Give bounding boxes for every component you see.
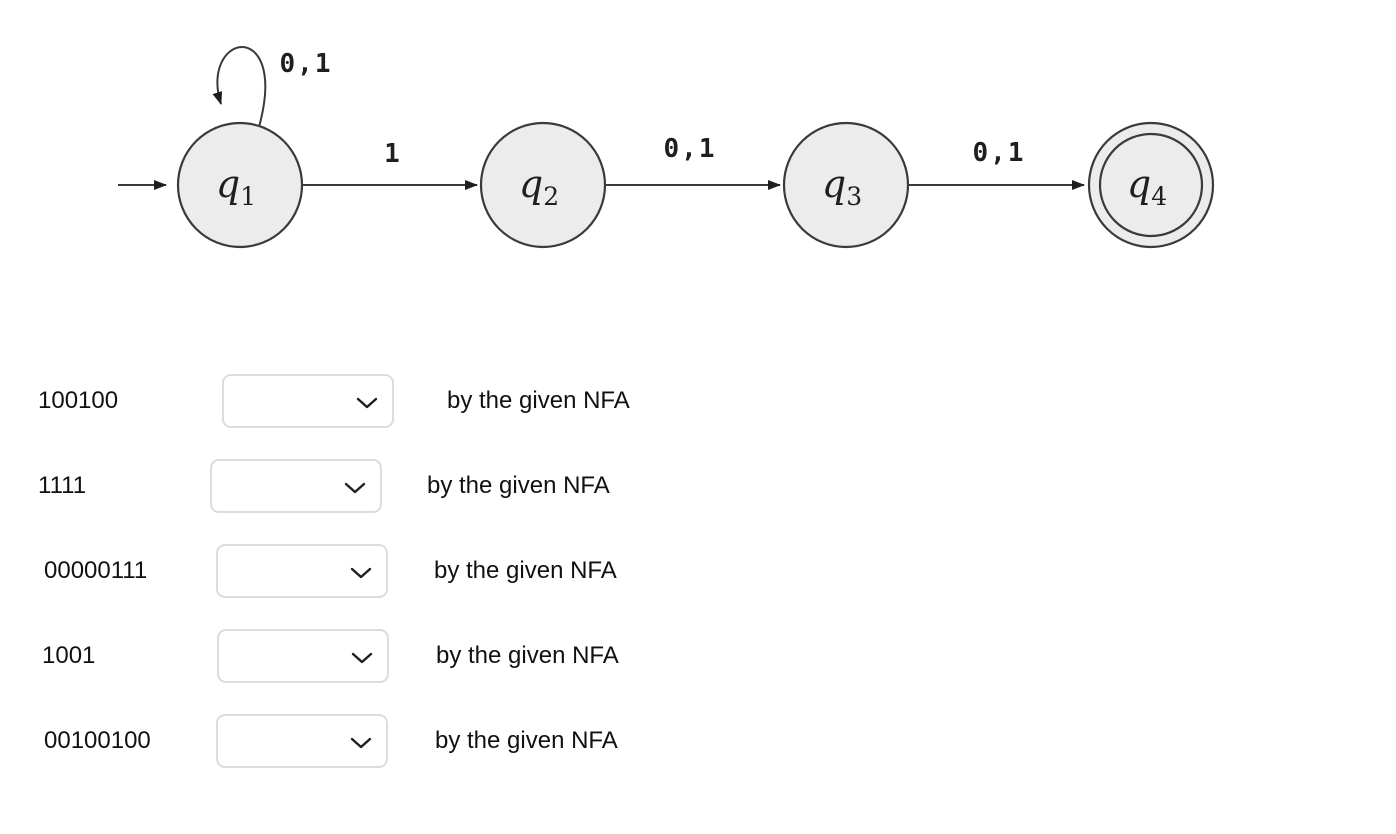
- edge-label-selfloop: 0,1: [280, 49, 333, 79]
- chevron-down-icon: [350, 567, 372, 579]
- self-loop-q1: [212, 45, 267, 128]
- chevron-down-icon: [351, 652, 373, 664]
- chevron-down-icon: [356, 397, 378, 409]
- chevron-down-icon: [344, 482, 366, 494]
- state-q2: q2: [479, 121, 607, 249]
- question-row: 00000111 by the given NFA: [0, 544, 1396, 598]
- binary-string-label: 00000111: [44, 557, 148, 584]
- binary-string-label: 1111: [38, 472, 87, 499]
- phrase-label: by the given NFA: [436, 642, 619, 669]
- edge-label-q1-q2: 1: [384, 139, 402, 169]
- svg-text:q3: q3: [822, 162, 862, 211]
- question-row: 1111 by the given NFA: [0, 459, 1396, 513]
- phrase-label: by the given NFA: [435, 727, 618, 754]
- answer-dropdown-2[interactable]: [210, 459, 382, 513]
- state-q3: q3: [782, 121, 910, 249]
- svg-text:q4: q4: [1127, 162, 1167, 211]
- question-row: 00100100 by the given NFA: [0, 714, 1396, 768]
- answer-dropdown-5[interactable]: [216, 714, 388, 768]
- answer-dropdown-1[interactable]: [222, 374, 394, 428]
- chevron-down-icon: [350, 737, 372, 749]
- binary-string-label: 1001: [42, 642, 96, 669]
- answer-dropdown-4[interactable]: [217, 629, 389, 683]
- nfa-diagram: 0,1 1 0,1 0,1 q1 q2 q3 q4: [118, 45, 1215, 249]
- phrase-label: by the given NFA: [427, 472, 610, 499]
- svg-text:q1: q1: [216, 162, 256, 211]
- edge-label-q2-q3: 0,1: [664, 134, 717, 164]
- binary-string-label: 00100100: [44, 727, 151, 754]
- state-q1: q1: [176, 121, 304, 249]
- phrase-label: by the given NFA: [434, 557, 617, 584]
- question-row: 100100 by the given NFA: [0, 374, 1396, 428]
- svg-text:q2: q2: [519, 162, 559, 211]
- edge-label-q3-q4: 0,1: [973, 138, 1026, 168]
- binary-string-label: 100100: [38, 387, 119, 414]
- answer-dropdown-3[interactable]: [216, 544, 388, 598]
- state-q4-accepting: q4: [1087, 121, 1215, 249]
- question-row: 1001 by the given NFA: [0, 629, 1396, 683]
- phrase-label: by the given NFA: [447, 387, 630, 414]
